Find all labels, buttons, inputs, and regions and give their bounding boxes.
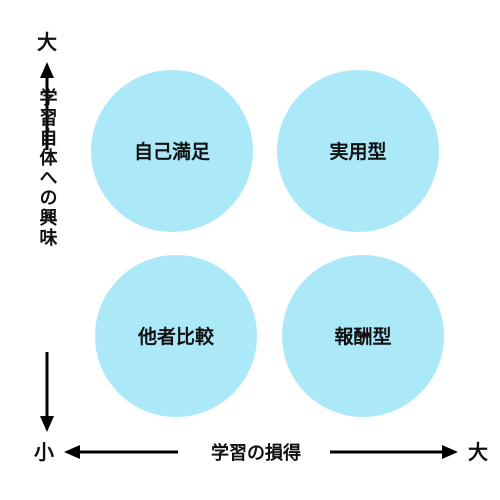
label-top-right: 実用型 [329, 140, 386, 163]
circle-top-left [91, 70, 253, 232]
x-axis-right-arrow-icon [442, 445, 458, 459]
x-axis-title: 学習の損得 [211, 442, 301, 464]
circle-bottom-left [95, 255, 257, 417]
y-axis-down-arrow-icon [40, 416, 54, 432]
y-axis-title: 学習自体への興味 [37, 87, 58, 248]
y-axis-low-label: 小 [34, 440, 54, 464]
circle-top-right [277, 70, 439, 232]
label-bottom-left: 他者比較 [137, 325, 215, 348]
x-axis-high-label: 大 [468, 440, 488, 464]
label-top-left: 自己満足 [134, 140, 211, 163]
y-axis-up-arrow-icon [40, 62, 54, 78]
x-axis-left-arrow-icon [64, 445, 80, 459]
circle-bottom-right [282, 255, 444, 417]
y-axis-high-label: 大 [37, 30, 57, 54]
label-bottom-right: 報酬型 [334, 325, 391, 348]
